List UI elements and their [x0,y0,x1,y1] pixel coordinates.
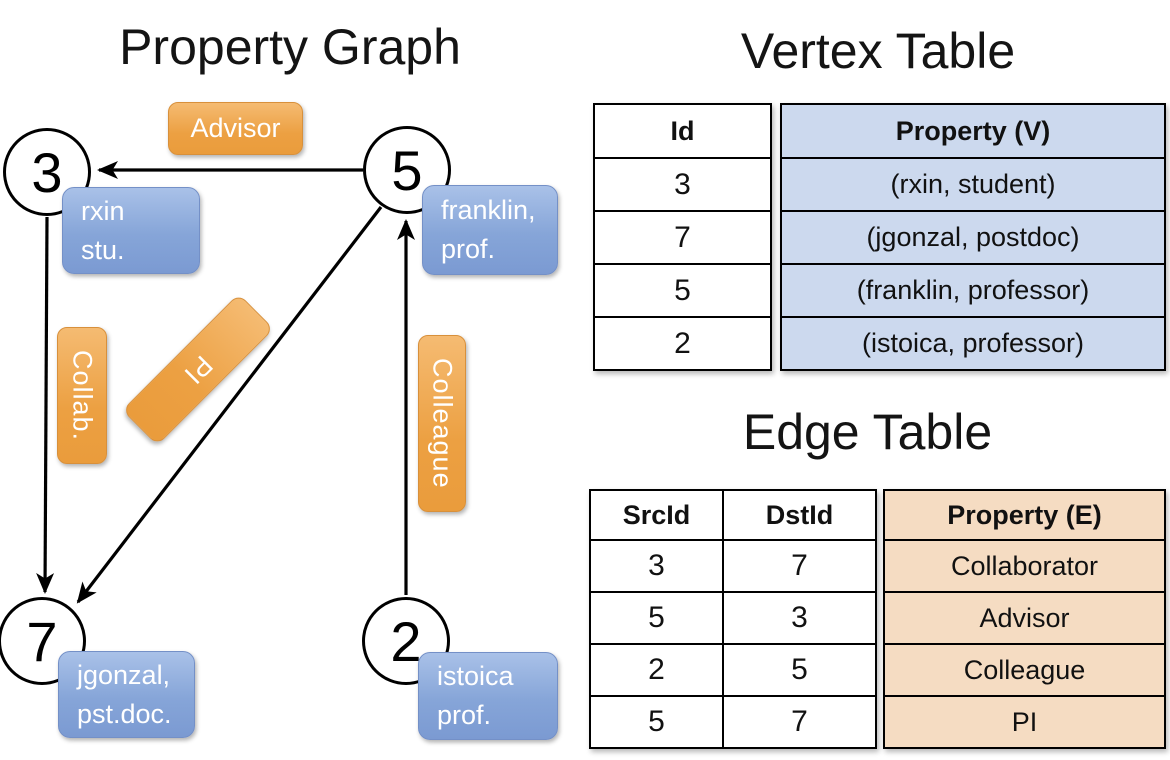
table-cell: 5 [591,695,722,747]
edge-table-header-dstid: DstId [765,499,834,530]
edge-pill-colleague: Colleague [418,335,466,512]
table-cell: 2 [595,316,770,369]
vertex-table-header-id: Id [670,115,695,146]
vertex-propbox-istoica: istoica prof. [418,652,558,740]
propbox-line: pst.doc. [77,698,172,729]
vertex-node-5-id: 5 [391,138,423,202]
table-cell: 5 [591,591,722,643]
edge-pill-pi-label: PI [178,349,219,391]
property-graph-title: Property Graph [119,19,461,75]
table-cell: (rxin, student) [782,157,1164,210]
edge-table-id-columns: SrcId 3 5 2 5 DstId 7 3 5 7 [589,489,877,749]
edge-pill-colleague-label: Colleague [427,358,458,489]
table-cell: 5 [595,263,770,316]
edge-line-collaborator-3-7 [36,216,55,594]
vertex-table-header-property: Property (V) [895,115,1051,146]
edge-table-property-column: Property (E) Collaborator Advisor Collea… [883,489,1166,749]
vertex-propbox-franklin: franklin, prof. [422,185,558,275]
vertex-table-property-column: Property (V) (rxin, student) (jgonzal, p… [780,103,1166,371]
propbox-line: prof. [441,234,496,264]
vertex-table-id-column: Id 3 7 5 2 [593,103,772,371]
edge-pill-advisor: Advisor [168,102,303,155]
table-cell: Collaborator [885,539,1164,591]
propbox-line: prof. [437,700,492,730]
edge-line-pi-5-7 [76,206,383,604]
propbox-line: jgonzal, [77,659,171,690]
table-cell: 3 [724,591,875,643]
edge-pill-advisor-label: Advisor [190,113,281,143]
table-cell: (franklin, professor) [782,263,1164,316]
vertex-propbox-rxin: rxin stu. [62,187,200,274]
propbox-line: stu. [81,234,125,265]
table-cell: 5 [724,643,875,695]
table-cell: 7 [724,695,875,747]
edge-table: SrcId 3 5 2 5 DstId 7 3 5 7 Property (E)… [589,489,1166,749]
edge-table-title: Edge Table [742,404,993,460]
table-cell: 3 [591,539,722,591]
vertex-node-2: 2 [362,597,450,685]
edge-table-header-property: Property (E) [947,499,1102,530]
vertex-table-title: Vertex Table [740,23,1016,79]
graph-edges-canvas [36,161,415,604]
table-cell: 2 [591,643,722,695]
edge-pill-collab: Collab. [57,327,107,464]
vertex-node-2-id: 2 [390,609,422,673]
edge-table-srcid-column: SrcId 3 5 2 5 [591,491,722,747]
table-cell: 3 [595,157,770,210]
vertex-node-5: 5 [363,126,451,214]
propbox-line: istoica [437,661,514,691]
propbox-line: franklin, [441,195,536,225]
edge-pill-collab-label: Collab. [67,349,98,442]
edge-table-header-srcid: SrcId [622,499,691,530]
vertex-table: Id 3 7 5 2 Property (V) (rxin, student) … [593,103,1166,371]
table-cell: (jgonzal, postdoc) [782,210,1164,263]
vertex-node-3-id: 3 [31,140,63,204]
table-cell: Advisor [885,591,1164,643]
table-cell: (istoica, professor) [782,316,1164,369]
propbox-line: rxin [81,195,125,226]
edge-table-dstid-column: DstId 7 3 5 7 [722,491,875,747]
vertex-node-7-id: 7 [26,609,58,673]
table-cell: Colleague [885,643,1164,695]
vertex-propbox-jgonzal: jgonzal, pst.doc. [58,651,195,738]
table-cell: 7 [724,539,875,591]
table-cell: 7 [595,210,770,263]
table-cell: PI [885,695,1164,747]
